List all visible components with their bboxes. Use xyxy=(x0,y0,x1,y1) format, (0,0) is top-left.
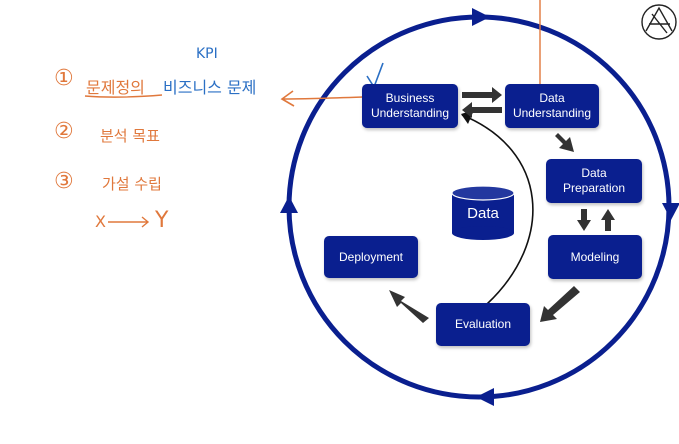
orange-pointer-arrow xyxy=(280,90,364,107)
arrow-preparation-to-modeling xyxy=(577,209,591,231)
ring-arrow-left xyxy=(280,196,298,213)
data-preparation-box: Data Preparation xyxy=(546,159,642,203)
arrow-modeling-to-preparation xyxy=(601,209,615,231)
item1-underline xyxy=(84,94,163,98)
item1-text: 문제정의 xyxy=(86,78,145,97)
item3-text: 가설 수립 xyxy=(102,175,162,193)
ring-arrow-bottom xyxy=(476,388,494,406)
arrow-business-to-data xyxy=(462,87,502,103)
evaluation-to-business-curve xyxy=(461,114,534,305)
data-understanding-box: Data Understanding xyxy=(505,84,599,128)
modeling-box: Modeling xyxy=(548,235,642,279)
item1-number: ① xyxy=(54,66,74,91)
item3-number: ③ xyxy=(54,169,74,194)
ring-arrow-top xyxy=(472,8,490,26)
item1-blue-note: 비즈니스 문제 xyxy=(163,78,257,97)
ring-arrow-right xyxy=(662,203,679,220)
deployment-box: Deployment xyxy=(324,236,418,278)
x-label: X xyxy=(95,212,106,231)
y-label: Y xyxy=(155,208,169,233)
arrow-data-to-business xyxy=(462,102,502,118)
x-to-y-arrow xyxy=(108,216,150,228)
arrow-data-to-preparation xyxy=(555,133,574,152)
process-arrows xyxy=(389,87,615,323)
data-cylinder xyxy=(451,185,515,240)
arrow-evaluation-to-deployment xyxy=(389,290,429,323)
evaluation-box: Evaluation xyxy=(436,303,530,346)
arrow-modeling-to-evaluation xyxy=(540,286,580,322)
item2-number: ② xyxy=(54,119,74,144)
item2-text: 분석 목표 xyxy=(100,127,160,145)
logo-icon xyxy=(641,4,677,40)
data-store-label: Data xyxy=(467,205,499,222)
business-understanding-box: Business Understanding xyxy=(362,84,458,128)
kpi-note: KPI xyxy=(196,46,218,62)
